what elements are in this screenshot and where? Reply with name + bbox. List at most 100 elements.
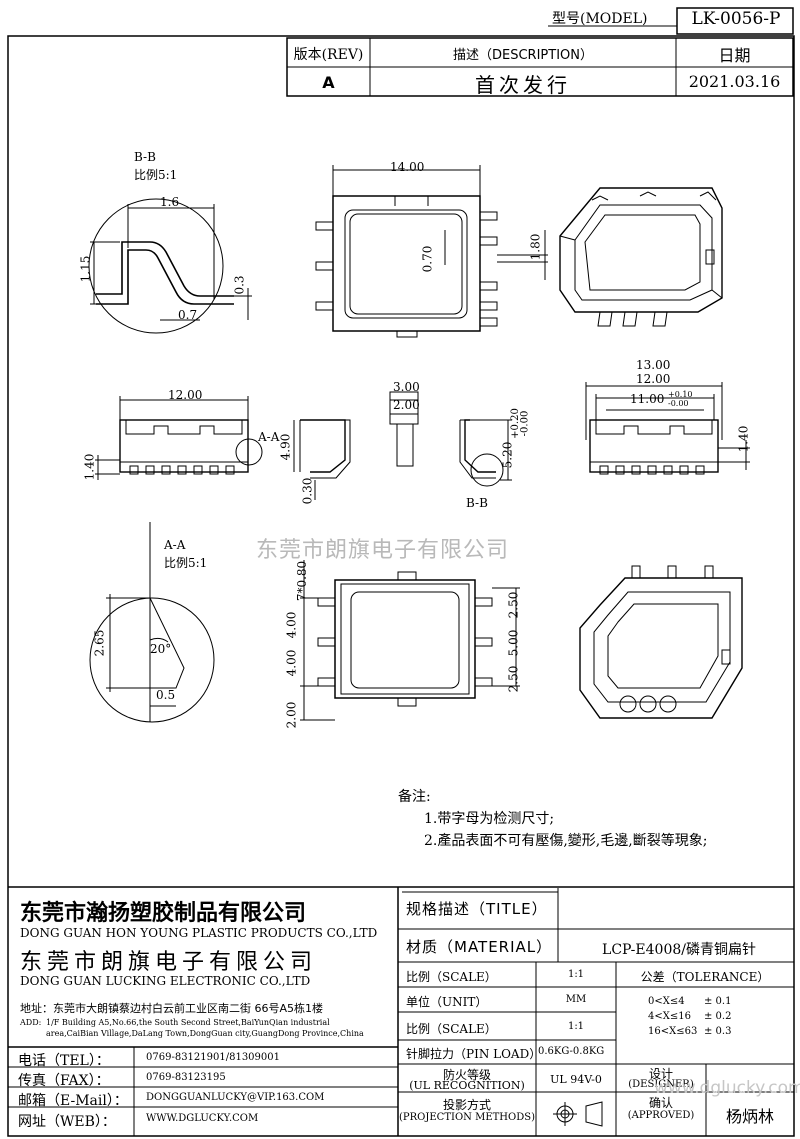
material-label: 材质（MATERIAL） [406, 938, 553, 956]
contact-web-value: WWW.DGLUCKY.COM [146, 1113, 259, 1124]
dim-5-00: 5.00 [506, 629, 521, 657]
section-bb-label: B-B [466, 496, 488, 510]
bb-detail-circle [88, 198, 224, 334]
scale-value: 1:1 [567, 969, 585, 980]
model-label: 型号(MODEL) [552, 11, 648, 27]
dim-0-30: 0.30 [300, 477, 315, 505]
company-address-en-label: ADD: [20, 1018, 42, 1027]
scale2-label: 比例（SCALE） [406, 1022, 497, 1036]
section-aa-label: A-A [258, 430, 280, 444]
material-value: LCP-E4008/磷青铜扁针 [602, 942, 756, 958]
date-value: 2021.03.16 [688, 72, 781, 91]
contact-tel-label: 电话（TEL）： [18, 1053, 110, 1069]
contact-web-label: 网址（WEB）： [18, 1114, 116, 1130]
scale2-value: 1:1 [567, 1021, 585, 1032]
drawing-frame [7, 35, 795, 1137]
company-name-1-cn: 东莞市瀚扬塑胶制品有限公司 [20, 900, 307, 926]
dim-0-70: 0.70 [420, 245, 435, 273]
rev-label: 版本(REV) [293, 47, 364, 63]
dim-11: 11.00 [630, 392, 665, 406]
dim-4-90: 4.90 [278, 433, 293, 461]
dim-1-40-left: 1.40 [82, 453, 97, 481]
watermark-text: 东莞市朗旗电子有限公司 [256, 538, 510, 563]
unit-label: 单位（UNIT） [406, 995, 488, 1009]
rev-value: A [322, 73, 335, 92]
watermark-url: www.dglucky.com [654, 1078, 800, 1098]
bottom-view-outline [334, 579, 476, 699]
section-view-outline [300, 419, 346, 473]
dim-1-6: 1.6 [160, 195, 180, 209]
dim-2-65: 2.65 [92, 629, 107, 657]
dim-5-20-tol-minus: -0.00 [519, 410, 531, 437]
desc-value: 首次发行 [475, 73, 571, 97]
dim-3-00: 3.00 [393, 380, 420, 394]
iso-view-bottom-outline [579, 577, 743, 719]
dim-2-50-b: 2.50 [506, 665, 521, 693]
dim-0-3: 0.3 [232, 275, 247, 295]
dim-7x0-80: 7*0.80 [295, 560, 310, 602]
projection-label-2: (PROJECTION METHODS) [399, 1112, 535, 1123]
contact-email-label: 邮箱（E-Mail）： [18, 1093, 128, 1109]
dim-12-right: 12.00 [636, 372, 671, 386]
approved-label-1: 确认 [648, 1096, 673, 1110]
fire-rating-label-2: (UL RECOGNITION) [409, 1079, 525, 1092]
fire-rating-value: UL 94V-0 [550, 1073, 602, 1086]
dim-5-20: 5.20 [500, 441, 515, 469]
dim-0-5: 0.5 [156, 688, 176, 702]
approved-value: 杨炳林 [725, 1107, 774, 1126]
tol-value-2: ± 0.2 [704, 1011, 732, 1022]
dim-1-40-right: 1.40 [736, 425, 751, 453]
model-box [676, 7, 794, 35]
tol-value-1: ± 0.1 [704, 996, 732, 1007]
desc-label: 描述（DESCRIPTION） [453, 48, 593, 63]
dim-2-00-bottom: 2.00 [284, 701, 299, 729]
tol-value-3: ± 0.3 [704, 1026, 732, 1037]
company-address-en-2: area,CaiBian Village,DaLang Town,DongGua… [46, 1029, 364, 1038]
company-address-en-1: 1/F Building A5,No.66,the South Second S… [46, 1018, 330, 1027]
dim-13: 13.00 [636, 358, 671, 372]
contact-fax-value: 0769-83123195 [146, 1072, 226, 1083]
tol-range-3: 16<X≤63 [648, 1026, 698, 1037]
company-name-2-en: DONG GUAN LUCKING ELECTRONIC CO.,LTD [20, 974, 311, 988]
bb-view-scale: 比例5:1 [134, 168, 178, 182]
fire-rating-label-1: 防火等级 [442, 1068, 491, 1082]
side-view-right-outline [589, 419, 719, 473]
title-label: 规格描述（TITLE） [406, 900, 548, 918]
aa-view-scale: 比例5:1 [164, 556, 208, 570]
top-view-outline [332, 195, 481, 332]
scale-label: 比例（SCALE） [406, 970, 497, 984]
pin-load-value: 0.6KG-0.8KG [538, 1046, 605, 1057]
note-item-1: 1.带字母为检测尺寸; [424, 811, 555, 827]
aa-view-title: A-A [164, 538, 186, 552]
aa-detail-circle [89, 597, 215, 723]
designer-label-1: 设计 [648, 1067, 673, 1081]
dim-2-00-top: 2.00 [393, 398, 420, 412]
contact-tel-value: 0769-83121901/81309001 [146, 1052, 280, 1063]
dim-1-80: 1.80 [528, 233, 543, 261]
company-name-2-cn: 东莞市朗旗电子有限公司 [20, 950, 318, 975]
dim-2-50-a: 2.50 [506, 591, 521, 619]
company-address-cn: 地址：东莞市大朗镇蔡边村白云前工业区南二街 66号A5栋1楼 [20, 1002, 324, 1015]
dim-11-tol-plus: +0.10 [668, 390, 693, 399]
dim-1-15: 1.15 [78, 255, 93, 283]
contact-fax-label: 传真（FAX）： [18, 1073, 110, 1089]
contact-email-value: DONGGUANLUCKY@VIP.163.COM [146, 1092, 325, 1103]
bb-view-title: B-B [134, 150, 156, 164]
projection-symbol-icon [553, 1102, 603, 1127]
tol-range-1: 0<X≤4 [648, 996, 685, 1007]
model-value: LK-0056-P [691, 9, 781, 29]
date-label: 日期 [718, 46, 751, 65]
dim-20deg: 20° [150, 642, 172, 656]
unit-value: MM [565, 994, 587, 1005]
projection-label-1: 投影方式 [442, 1098, 491, 1112]
approved-label-2: (APPROVED) [627, 1110, 695, 1121]
notes-title: 备注: [398, 789, 431, 805]
pin-load-label: 针脚拉力（PIN LOAD） [406, 1047, 542, 1061]
company-name-1-en: DONG GUAN HON YOUNG PLASTIC PRODUCTS CO.… [20, 926, 378, 940]
tolerance-label: 公差（TOLERANCE） [640, 970, 770, 984]
dim-0-7: 0.7 [178, 308, 198, 322]
iso-view-top-outline [559, 187, 723, 313]
dim-4-00-b: 4.00 [284, 649, 299, 677]
dim-14: 14.00 [390, 160, 425, 174]
